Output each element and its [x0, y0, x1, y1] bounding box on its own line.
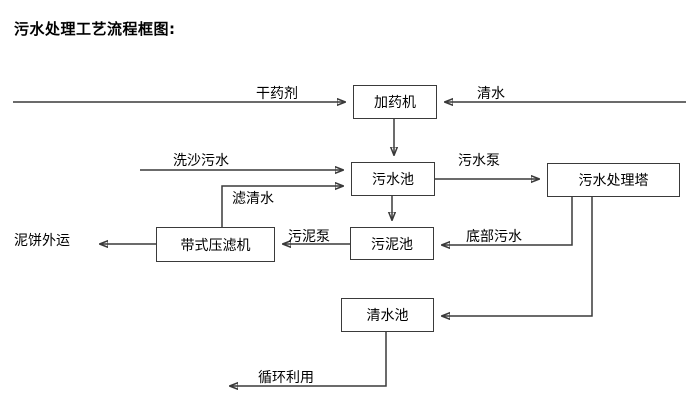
edge-label-clean-water-in: 清水: [477, 86, 505, 102]
node-clean-water-pool[interactable]: 清水池: [341, 298, 434, 332]
edge-label-mud-cake-out: 泥饼外运: [14, 233, 70, 249]
edge-tower-to-sludge-pool: [442, 197, 573, 245]
edge-label-dry-chemical: 干药剂: [256, 86, 298, 102]
edge-label-recycle-reuse: 循环利用: [258, 370, 314, 386]
node-belt-filter-press[interactable]: 带式压滤机: [156, 227, 275, 262]
edge-tower-to-clean-water-pool: [442, 197, 593, 316]
node-treatment-tower[interactable]: 污水处理塔: [547, 163, 680, 197]
edge-label-sludge-pump: 污泥泵: [288, 229, 330, 245]
edge-label-sand-wash-water: 洗沙污水: [173, 153, 229, 169]
node-wastewater-pool[interactable]: 污水池: [351, 162, 435, 196]
node-sludge-pool[interactable]: 污泥池: [350, 227, 434, 260]
node-label: 污泥池: [371, 236, 413, 253]
node-label: 带式压滤机: [180, 237, 251, 254]
node-label: 污水池: [372, 172, 414, 188]
edge-filtered-to-wastewater-pool: [221, 186, 343, 227]
edge-clean-water-pool-to-reuse: [230, 332, 387, 386]
page-title: 污水处理工艺流程框图:: [14, 20, 176, 38]
edge-label-wastewater-pump: 污水泵: [458, 153, 500, 169]
edge-label-bottom-wastewater: 底部污水: [466, 229, 522, 245]
node-label: 加药机: [374, 95, 416, 111]
node-label: 清水池: [366, 308, 409, 324]
node-dosing-machine[interactable]: 加药机: [353, 85, 437, 119]
edge-label-filtered-water: 滤清水: [232, 191, 274, 207]
node-label: 污水处理塔: [578, 173, 649, 189]
